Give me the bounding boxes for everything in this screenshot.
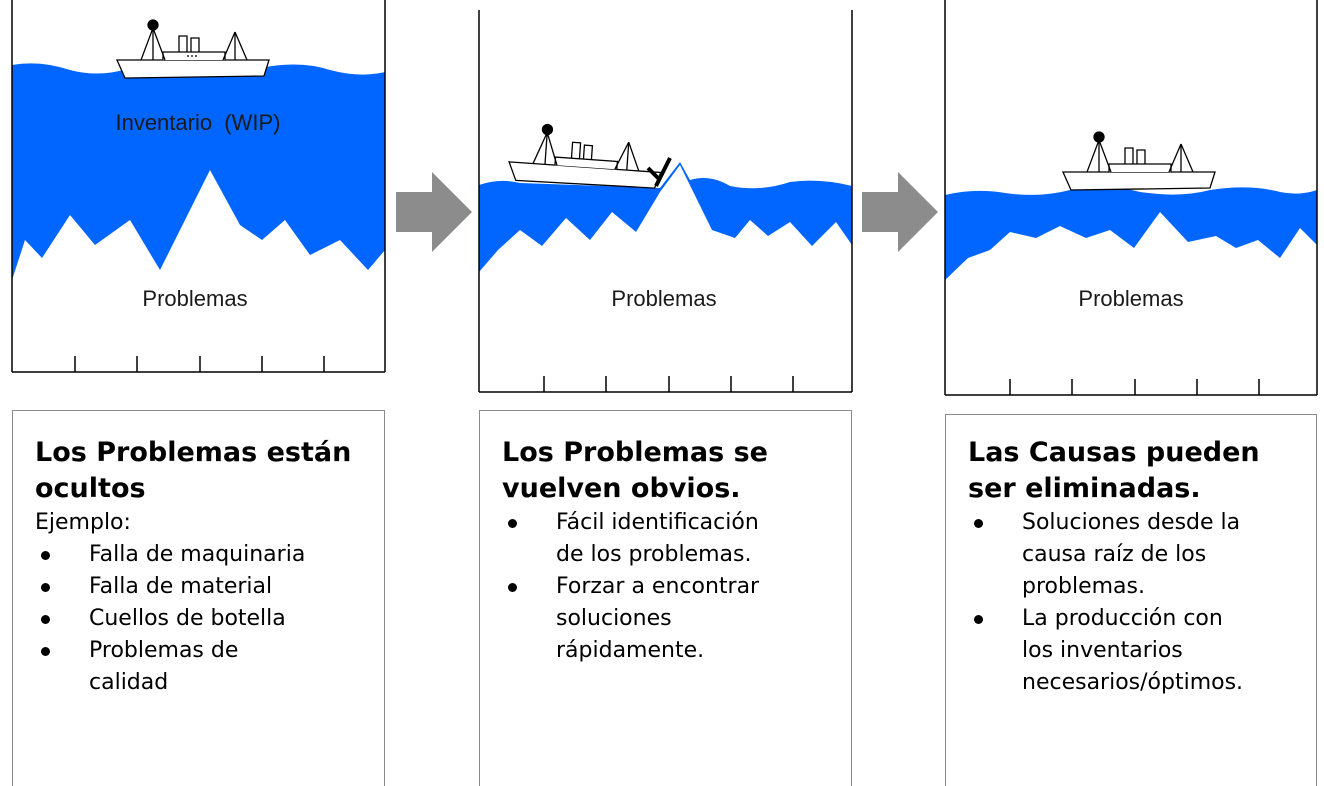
- bullet-text: Forzar a encontrar: [556, 574, 760, 599]
- list-item: Forzar a encontrar soluciones rápidamente.: [502, 571, 831, 667]
- panel-title-line: Las Causas pueden: [968, 437, 1260, 468]
- tick-marks-1: [74, 356, 325, 372]
- bullet-text: causa raíz de los: [1022, 542, 1207, 567]
- diagram-1: Inventario (WIP) Problemas: [11, 0, 386, 373]
- list-item: Fácil identificación de los problemas.: [502, 507, 831, 571]
- bullet-list: Fácil identificación de los problemas. Fo…: [502, 507, 831, 667]
- rocks-label-1: Problemas: [142, 286, 247, 311]
- list-item: Soluciones desde la causa raíz de los prob…: [968, 507, 1296, 603]
- tick-marks-3: [1009, 379, 1260, 395]
- crash-mark-icon: [646, 157, 672, 187]
- ship-1-icon: [115, 19, 270, 79]
- bullet-text: Fácil identificación: [556, 510, 759, 535]
- panel-title-line: ocultos: [35, 473, 146, 504]
- bullet-text: Cuellos de botella: [89, 606, 286, 631]
- panel-title-line: Los Problemas se: [502, 437, 768, 468]
- diagram-scene: Inventario (WIP) Problemas: [11, 0, 1318, 396]
- bullet-text: Falla de material: [89, 574, 273, 599]
- bullet-text: rápidamente.: [556, 638, 705, 663]
- bullet-icon: [974, 615, 983, 624]
- bullet-icon: [508, 519, 517, 528]
- panel-1: Los Problemas están ocultos Ejemplo: Fal…: [12, 410, 385, 786]
- bullet-text: de los problemas.: [556, 542, 752, 567]
- water-2: [479, 162, 852, 272]
- bullet-icon: [41, 615, 50, 624]
- bullet-text: Soluciones desde la: [1022, 510, 1241, 535]
- water-label-1: Inventario (WIP): [115, 110, 280, 135]
- panel-title-line: Los Problemas están: [35, 437, 352, 468]
- water-3: [945, 187, 1317, 280]
- list-item: Falla de maquinaria: [35, 539, 364, 571]
- tick-marks-2: [543, 376, 794, 392]
- bullet-text: soluciones: [556, 606, 672, 631]
- bullet-icon: [974, 519, 983, 528]
- panel-title: Los Problemas están ocultos: [35, 435, 364, 507]
- rocks-label-2: Problemas: [611, 286, 716, 311]
- bullet-text: necesarios/óptimos.: [1022, 670, 1244, 695]
- bullet-text: calidad: [89, 670, 169, 695]
- bullet-list: Soluciones desde la causa raíz de los prob…: [968, 507, 1296, 699]
- arrow-right-icon-2: [862, 172, 938, 252]
- bullet-icon: [508, 583, 517, 592]
- rocks-label-3: Problemas: [1078, 286, 1183, 311]
- panel-title: Las Causas pueden ser eliminadas.: [968, 435, 1296, 507]
- panel-3: Las Causas pueden ser eliminadas. Soluci…: [945, 414, 1317, 786]
- bullet-icon: [41, 583, 50, 592]
- list-item: La producción con los inventarios necesari…: [968, 603, 1296, 699]
- ship-2-icon: [508, 123, 662, 189]
- list-item: Problemas de calidad: [35, 635, 364, 699]
- bullet-icon: [41, 647, 50, 656]
- panel-2: Los Problemas se vuelven obvios. Fácil i…: [479, 410, 852, 786]
- bullet-text: Problemas de: [89, 638, 239, 663]
- list-item: Falla de material: [35, 571, 364, 603]
- bullet-text: problemas.: [1022, 574, 1145, 599]
- diagram-3: Problemas: [944, 0, 1318, 396]
- panel-title: Los Problemas se vuelven obvios.: [502, 435, 831, 507]
- bullet-text: Falla de maquinaria: [89, 542, 306, 567]
- arrow-right-icon-1: [396, 172, 472, 252]
- panel-title-line: vuelven obvios.: [502, 473, 741, 504]
- diagram-2: Problemas: [478, 10, 853, 393]
- water-1: [12, 63, 385, 281]
- ship-3-icon: [1061, 131, 1216, 191]
- bullet-icon: [41, 551, 50, 560]
- bullet-list: Falla de maquinaria Falla de material Cu…: [35, 539, 364, 699]
- bullet-text: La producción con: [1022, 606, 1223, 631]
- list-item: Cuellos de botella: [35, 603, 364, 635]
- panel-title-line: ser eliminadas.: [968, 473, 1201, 504]
- bullet-text: los inventarios: [1022, 638, 1183, 663]
- panel-intro: Ejemplo:: [35, 510, 131, 535]
